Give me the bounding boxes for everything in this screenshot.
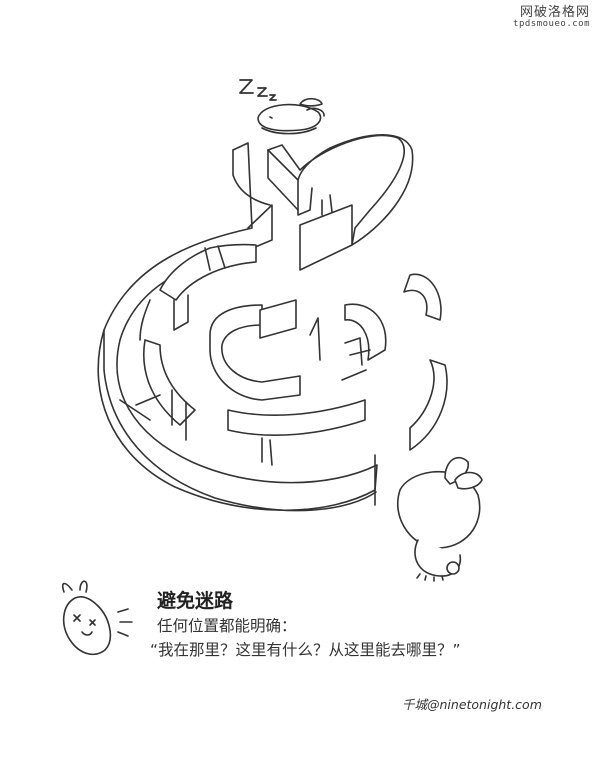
watermark-title: 网破洛格网 <box>519 5 590 20</box>
caption-line-2: “我在那里？这里有什么？从这里能去哪里？” <box>150 641 461 659</box>
sleep-z-icon <box>239 79 277 101</box>
rabbit-back <box>397 456 483 582</box>
maze-top-loop <box>267 133 414 246</box>
sleeping-rabbit <box>257 97 325 135</box>
watermark: 网破洛格网 tpdsmoueo.com <box>513 6 590 29</box>
caption-heading: 避免迷路 <box>157 590 234 612</box>
carrot-mascot-icon <box>61 580 133 656</box>
signature: 千城@ninetonight.com <box>402 697 542 712</box>
watermark-url: tpdsmoueo.com <box>513 18 590 29</box>
maze-inner-walls <box>119 194 448 466</box>
caption-line-1: 任何位置都能明确： <box>157 617 297 635</box>
maze-outer-wall <box>97 142 378 512</box>
